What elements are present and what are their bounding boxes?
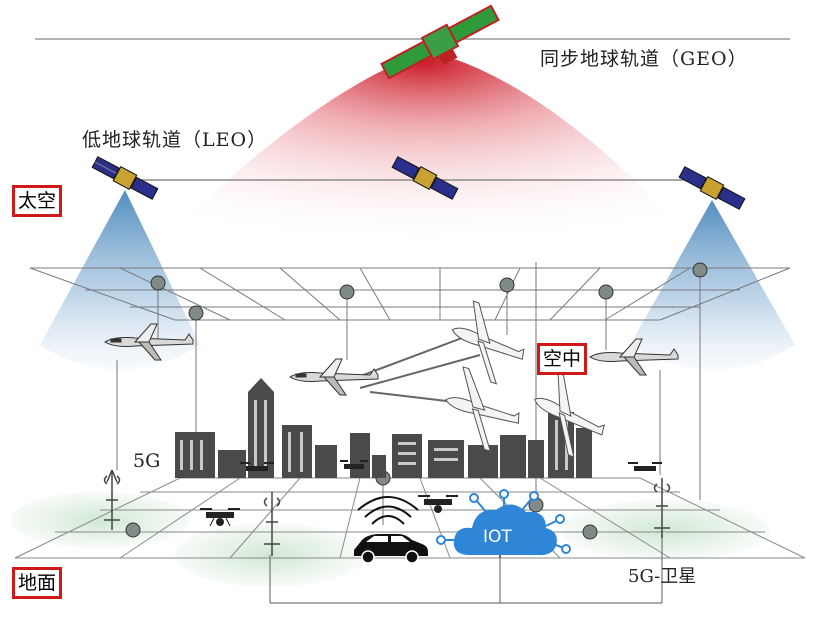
node-drop-lines (116, 262, 701, 525)
car-icon (354, 534, 428, 564)
uav-links (349, 334, 481, 403)
layer-label-space: 太空 (12, 185, 63, 217)
layer-label-air: 空中 (537, 343, 588, 375)
iot-label: IOT (483, 527, 512, 547)
iot-cloud-icon (436, 489, 571, 556)
uav-fixed-wing-icon (104, 323, 679, 396)
ground-backbone (269, 535, 663, 604)
geo-satellite-icon (380, 4, 500, 80)
layer-label-ground: 地面 (12, 567, 63, 599)
network-nodes (125, 262, 708, 540)
five-g-label: 5G (133, 450, 161, 472)
quadcopter-icon (200, 460, 662, 527)
leo-satellite-icon (91, 156, 746, 210)
coverage-area-right (560, 500, 770, 560)
leo-beam-left (40, 190, 200, 370)
wifi-signal-icon (357, 496, 419, 525)
five-g-satellite-label: 5G-卫星 (628, 566, 697, 587)
air-grid (29, 267, 791, 321)
uav-long-wing-icon (445, 300, 605, 459)
leo-orbit-label: 低地球轨道（LEO） (82, 129, 268, 151)
geo-beam (150, 52, 700, 255)
leo-beam-right (630, 200, 795, 370)
geo-orbit-label: 同步地球轨道（GEO） (540, 48, 748, 70)
coverage-area-left (10, 492, 190, 548)
